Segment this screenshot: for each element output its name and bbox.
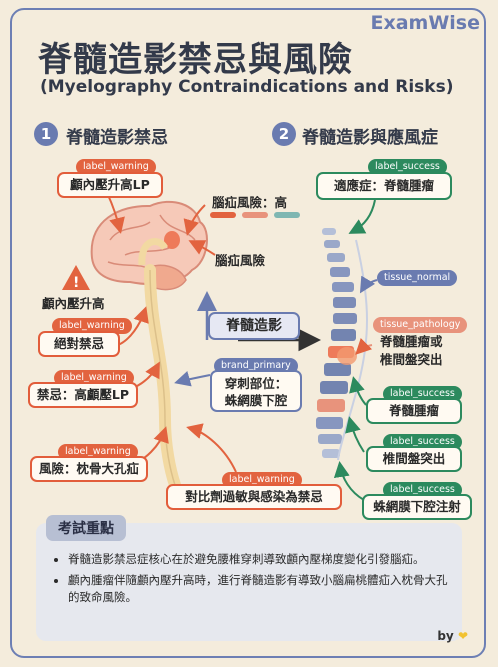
page-frame (10, 8, 486, 658)
page-title: 脊髓造影禁忌與風險 (38, 40, 353, 80)
brand-logo: ExamWise (370, 12, 480, 34)
svg-text:!: ! (73, 275, 79, 291)
pathology-line1: 脊髓腫瘤或 (380, 334, 443, 349)
exam-keypoints-panel: 脊髓造影禁忌症核心在於避免腰椎穿刺導致顱內壓梯度變化引發腦疝。 顱內腫瘤伴隨顱內… (36, 523, 462, 641)
puncture-site-line2: 蛛網膜下腔 (224, 393, 288, 408)
banana-icon: ❤ (457, 629, 468, 643)
puncture-site-box: 穿刺部位： 蛛網膜下腔 (210, 370, 302, 412)
exam-title: 考試重點 (46, 515, 126, 541)
footer-credit: by ❤ (437, 629, 468, 643)
brain-herniation-label: 腦疝風險 (215, 253, 266, 268)
pathology-line2: 椎間盤突出 (380, 352, 443, 367)
tissue-normal-tag: tissue_normal (377, 270, 458, 286)
exam-point: 脊髓造影禁忌症核心在於避免腰椎穿刺導致顱內壓梯度變化引發腦疝。 (68, 551, 456, 568)
indication-box: 適應症：脊髓腫瘤 (316, 172, 452, 200)
icp-lp-box: 顱內壓升高LP (57, 172, 163, 198)
label-success-tag: label_success (368, 159, 447, 175)
contraindication-lp-box: 禁忌：高顱壓LP (28, 382, 138, 408)
contrast-allergy-box: 對比劑過敏與感染為禁忌 (166, 484, 342, 510)
label-warning-tag: label_warning (52, 318, 132, 334)
herniation-risk-box: 風險：枕骨大孔疝 (30, 456, 148, 482)
section-2-number: 2 (272, 122, 296, 146)
label-warning-tag: label_warning (76, 159, 156, 175)
vertebral-column (316, 228, 368, 461)
puncture-site-line1: 穿刺部位： (224, 376, 288, 391)
tissue-pathology-tag: tissue_pathology (373, 317, 468, 333)
section-2-title: 脊髓造影與應風症 (302, 128, 438, 148)
by-label: by (437, 629, 454, 643)
page-subtitle: (Myelography Contraindications and Risks… (40, 77, 454, 97)
subarachnoid-injection-box: 蛛網膜下腔注射 (362, 494, 472, 520)
pathology-label: 脊髓腫瘤或 椎間盤突出 (380, 333, 443, 369)
myelography-label: 脊髓造影 (208, 312, 300, 340)
icp-elevated-label: 顱內壓升高 (42, 296, 105, 311)
brain-herniation-risk-label: 腦疝風險：高 (212, 195, 288, 210)
section-1-number: 1 (34, 122, 58, 146)
disc-herniation-box: 椎間盤突出 (366, 446, 462, 472)
spinal-tumor-box: 脊髓腫瘤 (366, 398, 462, 424)
exam-points-list: 脊髓造影禁忌症核心在於避免腰椎穿刺導致顱內壓梯度變化引發腦疝。 顱內腫瘤伴隨顱內… (50, 551, 456, 610)
section-1-title: 脊髓造影禁忌 (66, 128, 168, 148)
absolute-contraindication-box: 絕對禁忌 (38, 331, 120, 357)
exam-point: 顱內腫瘤伴隨顱內壓升高時，進行脊髓造影有導致小腦扁桃體疝入枕骨大孔的致命風險。 (68, 572, 456, 606)
